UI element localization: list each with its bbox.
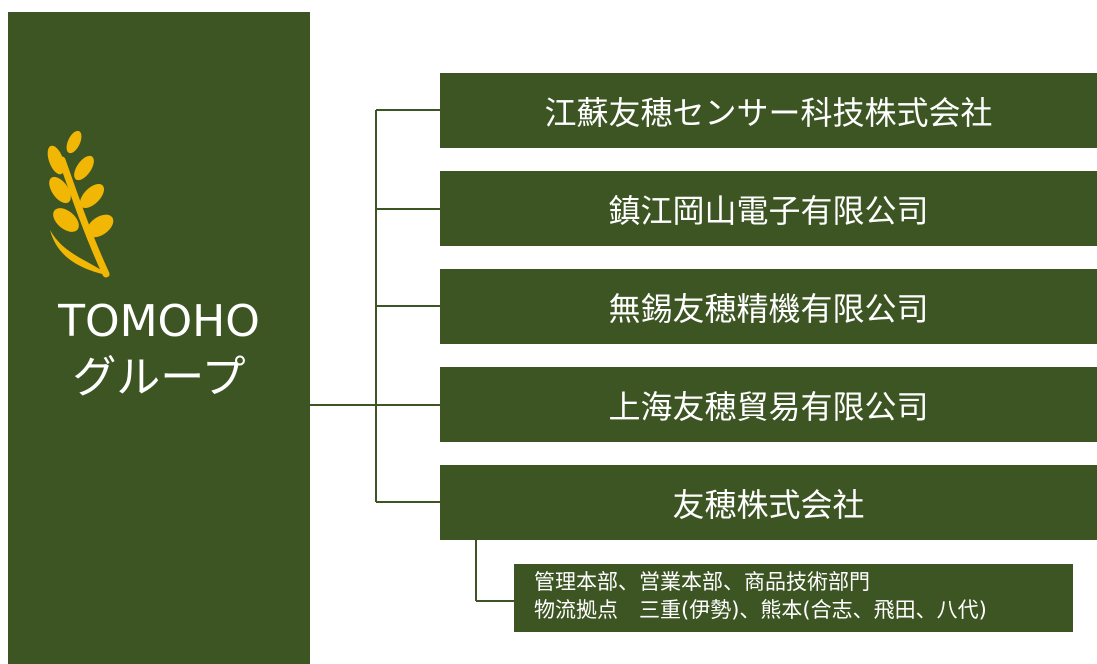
- company-box-shanghai: 上海友穂貿易有限公司: [440, 367, 1097, 442]
- group-name-line1: TOMOHO: [58, 296, 260, 347]
- company-name: 無錫友穂精機有限公司: [608, 289, 929, 328]
- sub-unit-box: 管理本部、営業本部、商品技術部門 物流拠点 三重(伊勢)、熊本(合志、飛田、八代…: [514, 564, 1073, 632]
- group-panel: TOMOHO グループ: [8, 12, 310, 664]
- company-name: 友穂株式会社: [672, 485, 865, 524]
- wheat-ear-icon: [47, 130, 114, 278]
- company-box-zhenjiang: 鎮江岡山電子有限公司: [440, 171, 1097, 246]
- company-box-jiangsu: 江蘇友穂センサー科技株式会社: [440, 73, 1097, 148]
- company-name: 上海友穂貿易有限公司: [608, 387, 929, 426]
- company-name: 鎮江岡山電子有限公司: [608, 191, 929, 230]
- company-box-tomoho: 友穂株式会社: [440, 465, 1097, 540]
- group-name-line2: グループ: [72, 352, 246, 403]
- sub-unit-line1: 管理本部、営業本部、商品技術部門: [534, 570, 870, 594]
- company-box-wuxi: 無錫友穂精機有限公司: [440, 269, 1097, 344]
- company-name: 江蘇友穂センサー科技株式会社: [544, 93, 993, 132]
- sub-unit-line2: 物流拠点 三重(伊勢)、熊本(合志、飛田、八代): [534, 598, 987, 622]
